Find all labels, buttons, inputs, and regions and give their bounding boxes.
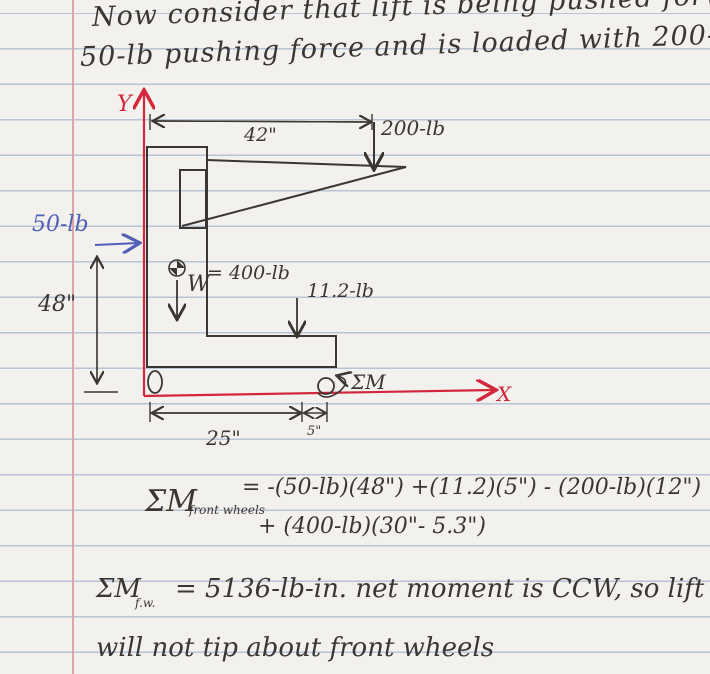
front-wheel (317, 377, 335, 395)
moment-sum-symbol: ΣM (145, 484, 197, 519)
dim-48-label: 48" (38, 292, 77, 317)
weight-w-label: W (187, 272, 210, 297)
dimension-48 (84, 258, 118, 393)
sum-moment-label: ΣM (351, 370, 386, 394)
result-sum-subscript: f.w. (135, 596, 156, 610)
moment-arc-icon (317, 376, 346, 398)
result-sum-symbol: ΣM (96, 574, 142, 604)
push-force-arrow (94, 243, 138, 245)
dim-25-label: 25" (206, 426, 241, 450)
conclusion: will not tip about front wheels (96, 633, 495, 663)
load-200-label: 200-lb (381, 116, 446, 140)
dimension-25-and-5 (149, 402, 328, 422)
result-statement: = 5136-lb-in. net moment is CCW, so lift (175, 574, 705, 604)
push-force-label: 50-lb (32, 212, 89, 237)
forklift-mast (179, 169, 207, 229)
y-axis-label: Y (117, 92, 132, 117)
moment-sum-subscript: front wheels (189, 503, 265, 517)
weight-value-label: = 400-lb (207, 262, 290, 284)
rear-wheel (147, 370, 163, 394)
dim-5-label: 5" (307, 424, 322, 439)
x-axis-label: X (497, 382, 512, 406)
moment-equation-line-2: + (400-lb)(30"- 5.3") (258, 514, 486, 539)
dim-42-label: 42" (244, 124, 277, 146)
dimension-42 (149, 114, 372, 130)
moment-equation-line-1: = -(50-lb)(48") +(11.2)(5") - (200-lb)(1… (242, 475, 702, 500)
margin-line (72, 0, 74, 674)
reaction-label: 11.2-lb (307, 280, 374, 302)
center-of-gravity-icon (168, 259, 186, 277)
forklift-fork (181, 159, 407, 227)
forklift-outline (146, 146, 407, 368)
forklift-body (146, 146, 337, 368)
